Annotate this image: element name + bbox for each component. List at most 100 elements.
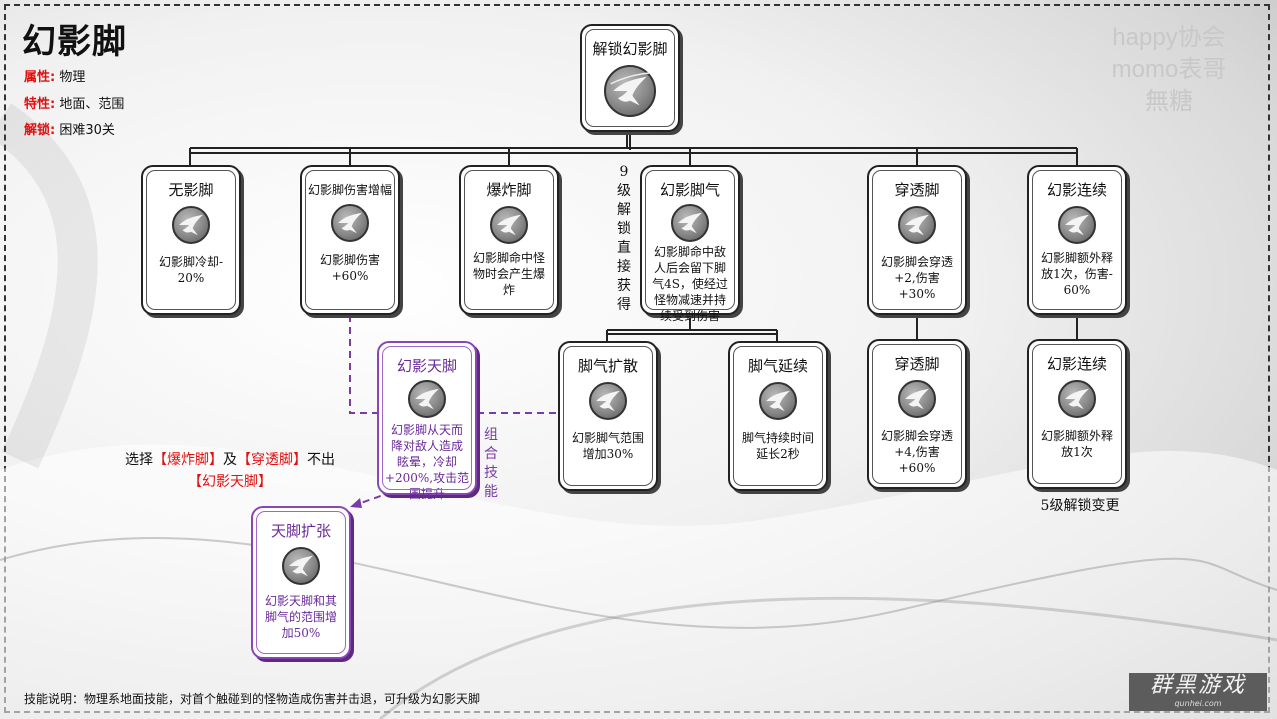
skill-node-desc: 幻影脚冷却- 20% — [143, 254, 239, 286]
skill-node-root[interactable]: 解锁幻影脚 — [580, 24, 680, 132]
crane-icon — [589, 382, 627, 420]
skill-node-qi-duration[interactable]: 脚气延续 脚气持续时间 延长2秒 — [728, 341, 828, 491]
crane-icon — [1058, 380, 1096, 418]
select-note: 选择【爆炸脚】及【穿透脚】不出 【幻影天脚】 — [100, 449, 360, 491]
desc-line: 放1次 — [1061, 445, 1093, 459]
skill-node-pierce-2[interactable]: 穿透脚 幻影脚会穿透 +4,伤害+60% — [867, 339, 967, 489]
select-and: 及 — [223, 452, 237, 468]
desc-line: 增加30% — [582, 447, 634, 461]
brand-url: qunhei.com — [1174, 699, 1222, 708]
skill-node-title: 脚气扩散 — [577, 357, 638, 375]
level5-note: 5级解锁变更 — [1040, 498, 1120, 514]
crane-icon — [1058, 206, 1096, 244]
desc-line: 幻影脚额外释 — [1040, 429, 1113, 443]
skill-node-pierce[interactable]: 穿透脚 幻影脚会穿透 +2,伤害+30% — [867, 165, 967, 315]
desc-line: 加50% — [281, 626, 321, 640]
desc-line: 幻影脚命中敌 — [653, 245, 726, 259]
skill-node-title: 穿透脚 — [894, 181, 940, 199]
attribute-value: 地面、范围 — [59, 97, 125, 112]
skill-node-damage-boost[interactable]: 幻影脚伤害增幅 幻影脚伤害 +60% — [300, 165, 400, 315]
brand-logo: 群黑游戏 qunhei.com — [1129, 673, 1267, 711]
desc-line: 60% — [1063, 283, 1091, 297]
crane-icon — [898, 380, 936, 418]
skill-node-desc: 幻影脚额外释 放1次 — [1029, 428, 1125, 460]
skill-node-desc: 幻影脚伤害 +60% — [302, 252, 398, 284]
level9-note: 9级解锁直接获得 — [617, 164, 631, 313]
desc-line: 幻影脚命中怪 — [472, 251, 545, 265]
crane-icon — [490, 206, 528, 244]
watermark-line: 無糖 — [1145, 88, 1193, 115]
attribute-row: 属性: 物理 — [24, 66, 85, 85]
desc-line: 幻影脚冷却- — [158, 255, 224, 269]
desc-line: 幻影天脚和其 — [264, 594, 337, 608]
attribute-key: 属性: — [24, 70, 56, 85]
skill-node-title: 解锁幻影脚 — [592, 40, 668, 58]
combo-label: 组合技能 — [484, 427, 498, 500]
desc-line: 幻影脚伤害 — [319, 253, 380, 267]
crane-icon — [282, 547, 320, 585]
skill-node-desc: 幻影脚会穿透 +4,伤害+60% — [869, 428, 965, 476]
desc-line: 炸 — [502, 283, 515, 297]
select-suffix: 不出 — [307, 452, 335, 468]
desc-line: 降对敌人造成 — [390, 439, 463, 453]
skill-node-title: 幻影脚气 — [659, 181, 720, 199]
skill-node-desc: 幻影脚从天而 降对敌人造成 眩晕，冷却 +200%,攻击范 围提升 — [379, 422, 475, 502]
desc-line: 放1次，伤害- — [1041, 267, 1113, 281]
brand-name: 群黑游戏 — [1149, 673, 1246, 698]
skill-node-title: 幻影天脚 — [396, 357, 457, 375]
select-prefix: 选择 — [125, 452, 153, 468]
desc-line: 幻影脚会穿透 — [880, 429, 953, 443]
skill-node-desc: 幻影脚额外释 放1次，伤害- 60% — [1029, 250, 1125, 298]
attribute-key: 特性: — [24, 97, 56, 112]
attribute-value: 困难30关 — [59, 123, 115, 138]
crane-icon — [172, 206, 210, 244]
skill-node-title: 爆炸脚 — [486, 181, 532, 199]
crane-icon — [898, 206, 936, 244]
skill-node-combo[interactable]: 幻影天脚 幻影脚从天而 降对敌人造成 眩晕，冷却 +200%,攻击范 围提升 — [377, 341, 477, 501]
attribute-key: 解锁: — [24, 123, 56, 138]
desc-line: 脚气持续时间 — [741, 431, 814, 445]
watermark: happy协会 momo表哥 無糖 — [1089, 22, 1249, 118]
desc-line: 幻影脚气范围 — [571, 431, 644, 445]
skill-node-title: 穿透脚 — [894, 355, 940, 373]
desc-line: 眩晕，冷却 — [396, 455, 457, 469]
skill-node-desc: 幻影脚会穿透 +2,伤害+30% — [869, 254, 965, 302]
desc-line: +200%,攻击范 — [384, 471, 470, 485]
skill-node-title: 无影脚 — [168, 181, 214, 199]
desc-line: 怪物减速并持 — [653, 293, 726, 307]
desc-line: 续受到伤害 — [659, 309, 720, 323]
skill-node-desc: 幻影天脚和其 脚气的范围增 加50% — [253, 593, 349, 641]
select-option-a: 【爆炸脚】 — [153, 452, 223, 468]
crane-icon — [604, 65, 656, 117]
crane-icon — [671, 204, 709, 242]
skill-node-qi-spread[interactable]: 脚气扩散 幻影脚气范围 增加30% — [558, 341, 658, 491]
desc-line: 幻影脚额外释 — [1040, 251, 1113, 265]
desc-line: +60% — [331, 269, 369, 283]
skill-node-multicast-2[interactable]: 幻影连续 幻影脚额外释 放1次 — [1027, 339, 1127, 489]
skill-node-title: 幻影连续 — [1046, 181, 1107, 199]
page-title: 幻影脚 — [22, 22, 127, 62]
skill-description: 技能说明：物理系地面技能，对首个触碰到的怪物造成伤害并击退，可升级为幻影天脚 — [24, 692, 481, 706]
attribute-row: 解锁: 困难30关 — [24, 119, 115, 138]
select-result: 【幻影天脚】 — [188, 474, 272, 490]
desc-line: 20% — [177, 271, 205, 285]
desc-line: 幻影脚会穿透 — [880, 255, 953, 269]
skill-node-footqi[interactable]: 幻影脚气 幻影脚命中敌 人后会留下脚 气4S，使经过 怪物减速并持 续受到伤害 — [640, 165, 740, 323]
skill-node-desc: 脚气持续时间 延长2秒 — [730, 430, 826, 462]
desc-line: 物时会产生爆 — [472, 267, 545, 281]
crane-icon — [331, 204, 369, 242]
desc-line: +2,伤害+30% — [894, 271, 940, 301]
desc-line: 人后会留下脚 — [653, 261, 726, 275]
skill-node-desc: 幻影脚气范围 增加30% — [560, 430, 656, 462]
desc-line: 围提升 — [408, 487, 445, 501]
skill-node-combo-upgrade[interactable]: 天脚扩张 幻影天脚和其 脚气的范围增 加50% — [251, 506, 351, 659]
skill-node-title: 幻影脚伤害增幅 — [307, 183, 392, 197]
desc-line: 气4S，使经过 — [652, 277, 728, 291]
skill-node-multicast[interactable]: 幻影连续 幻影脚额外释 放1次，伤害- 60% — [1027, 165, 1127, 315]
skill-node-explosion[interactable]: 爆炸脚 幻影脚命中怪 物时会产生爆 炸 — [459, 165, 559, 315]
skill-node-wuying[interactable]: 无影脚 幻影脚冷却- 20% — [141, 165, 241, 315]
skill-node-title: 幻影连续 — [1046, 355, 1107, 373]
watermark-line: happy协会 — [1112, 24, 1226, 51]
watermark-line: momo表哥 — [1111, 56, 1227, 83]
